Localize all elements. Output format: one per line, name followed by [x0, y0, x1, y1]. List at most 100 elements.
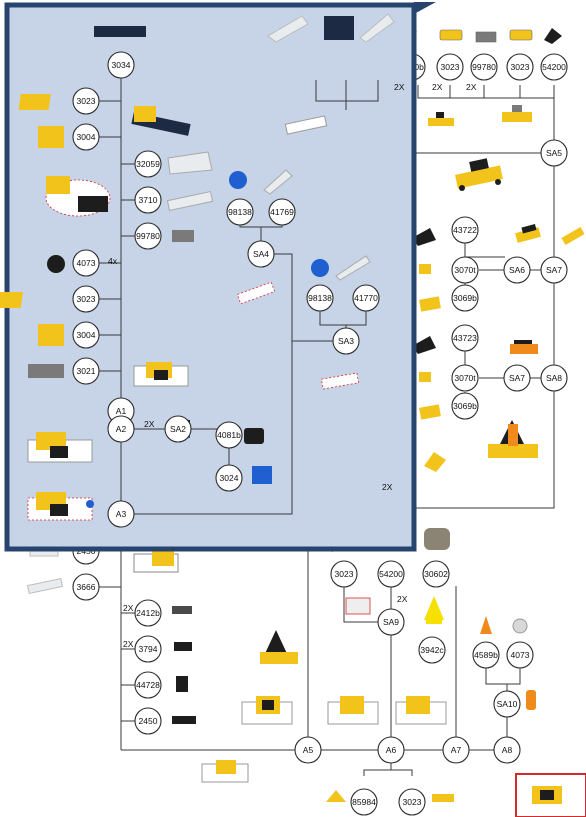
part-image-sa9-input: [345, 597, 371, 615]
subassembly-image-left: [45, 176, 111, 217]
part-image-3004-yellow-b: [38, 324, 64, 346]
part-node-label: SA7: [546, 265, 562, 275]
part-node-label: A8: [502, 745, 513, 755]
part-node-label: SA3: [338, 336, 354, 346]
part-node-A2: A2: [107, 415, 135, 443]
part-node-label: 3666: [77, 582, 96, 592]
part-node-label: 99780: [136, 231, 160, 241]
part-image-3069b-tile: [419, 296, 441, 312]
part-node-n3070tb: 3070t: [451, 364, 479, 392]
part-image-3069b-tile-b: [419, 404, 441, 420]
sa7b-subassembly-image: [510, 340, 538, 354]
part-node-n3004b: 3004: [72, 321, 100, 349]
sa4-subassembly-image: [236, 281, 276, 305]
part-image-3710-plate: [166, 190, 214, 212]
part-node-n3023b: 3023: [72, 285, 100, 313]
part-node-A3: A3: [107, 500, 135, 528]
part-node-n3069bb: 3069b: [451, 392, 479, 420]
quantity-label: 2X: [382, 482, 393, 492]
part-image-3070t-tile-b: [419, 372, 431, 382]
part-image-3794-jumper: [174, 642, 192, 651]
part-node-SA8: SA8: [540, 364, 568, 392]
part-node-SA7b: SA7: [503, 364, 531, 392]
part-node-label: 54200: [542, 62, 566, 72]
part-image-3023-plate-b: [509, 29, 533, 41]
part-image-54200-slope-yellow: [424, 452, 446, 472]
part-image-99780-bracket: [475, 31, 497, 43]
part-node-label: 3070t: [454, 265, 476, 275]
quantity-label: 4x: [108, 256, 118, 266]
part-node-label: SA9: [383, 617, 399, 627]
part-node-label: 3004: [77, 330, 96, 340]
part-image-2450-plate-b: [172, 716, 196, 724]
final-model-thumbnail: [515, 773, 586, 817]
part-node-label: 3021: [77, 366, 96, 376]
assembly-image-bottom-1: [133, 550, 179, 573]
part-node-label: 43722: [453, 225, 477, 235]
assembly-image-a5-side: [260, 630, 298, 664]
part-node-label: 3023: [511, 62, 530, 72]
part-image-2412b-grille: [172, 606, 192, 614]
part-node-n3794: 3794: [134, 635, 162, 663]
part-node-label: A2: [116, 424, 127, 434]
part-node-n3021: 3021: [72, 357, 100, 385]
part-node-n32059: 32059: [134, 150, 162, 178]
part-image-41769-wedge: [263, 169, 293, 195]
part-node-label: 3004: [77, 132, 96, 142]
part-image-54200-slope: [544, 28, 562, 44]
sa6-subassembly-image: [515, 224, 541, 243]
part-node-SA3: SA3: [332, 327, 360, 355]
part-node-label: 44728: [136, 680, 160, 690]
part-node-SA2: SA2: [164, 415, 192, 443]
quantity-label: 2X: [144, 419, 155, 429]
assembly-image-a3: [27, 492, 94, 521]
part-node-label: SA5: [546, 148, 562, 158]
part-node-n3004a: 3004: [72, 123, 100, 151]
part-node-label: 32059: [136, 159, 160, 169]
part-node-n44728: 44728: [134, 671, 162, 699]
part-node-label: 98138: [308, 293, 332, 303]
part-node-A5: A5: [294, 736, 322, 764]
part-node-label: 3023: [441, 62, 460, 72]
part-node-n2412b: 2412b: [134, 599, 162, 627]
part-image-98138-blue-tile: [229, 171, 247, 189]
part-node-label: 3034: [112, 60, 131, 70]
part-image-3022-black: [324, 16, 354, 40]
part-image-43722-wedge: [412, 228, 436, 246]
part-image-4073-round-plate: [512, 618, 528, 634]
part-node-label: A1: [116, 406, 127, 416]
part-node-n98138b: 98138: [306, 284, 334, 312]
part-image-3942c-cone: [424, 596, 444, 620]
overlay-callout-tail: [414, 2, 436, 14]
part-image-3666-plate: [26, 577, 64, 595]
part-node-n2450b: 2450: [134, 707, 162, 735]
part-node-n3023c: 3023: [436, 53, 464, 81]
part-node-label: 3710: [139, 195, 158, 205]
part-node-label: 3794: [139, 644, 158, 654]
assembly-image-a2: [27, 432, 93, 463]
part-node-n4073b: 4073: [506, 641, 534, 669]
part-node-n54200a: 54200: [540, 53, 568, 81]
part-node-SA6: SA6: [503, 256, 531, 284]
part-node-label: 2450: [139, 716, 158, 726]
part-node-n3070ta: 3070t: [451, 256, 479, 284]
sa3-subassembly-image: [320, 372, 360, 390]
subassembly-image-a1: [133, 362, 189, 387]
part-node-label: 3023: [77, 294, 96, 304]
part-node-label: SA2: [170, 424, 186, 434]
part-node-n3023f: 3023: [398, 788, 426, 816]
part-node-n54200c: 54200: [377, 560, 405, 588]
part-node-n3023a: 3023: [72, 87, 100, 115]
part-node-n3023e: 3023: [330, 560, 358, 588]
part-image-32059-wedge: [167, 151, 213, 175]
part-node-label: SA6: [509, 265, 525, 275]
assembly-image-a5: [241, 696, 293, 725]
subassembly-image-top: [131, 106, 191, 136]
part-node-label: 3023: [77, 96, 96, 106]
part-image-85984-slope: [326, 790, 346, 802]
part-node-label: 98138: [228, 207, 252, 217]
part-node-label: A3: [116, 509, 127, 519]
sa5b-subassembly-image: [455, 158, 503, 191]
sa10-subassembly-image: [526, 690, 536, 710]
